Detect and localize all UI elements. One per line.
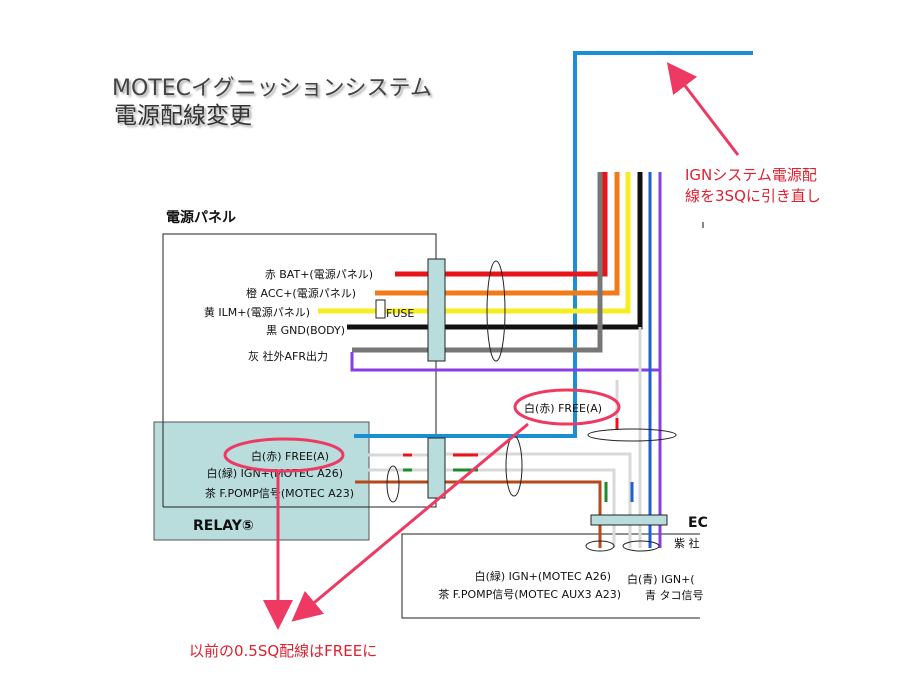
ign-3sq-wire: [354, 51, 753, 438]
relay-title: RELAY⑤: [193, 518, 254, 534]
wire-orange: [375, 172, 620, 296]
label-free-upper: 白(赤) FREE(A): [524, 401, 602, 415]
old-wire-note: 以前の0.5SQ配線はFREEに: [189, 642, 377, 660]
ign-note-line2: 線を3SQに引き直し: [685, 187, 821, 205]
label-ecu-fpomp: 茶 F.POMP信号(MOTEC AUX3 A23): [438, 588, 621, 601]
wire-black: [347, 172, 643, 330]
label-ecu-ign: 白(緑) IGN+(MOTEC A26): [475, 569, 611, 583]
highlight-free-relay: [223, 437, 345, 473]
power-connector: [427, 258, 446, 362]
diagram-subtitle: 電源配線変更: [114, 103, 252, 129]
arrow-old-upper: [291, 422, 529, 622]
ign-note-line1: IGNシステム電源配: [685, 166, 817, 184]
label-gray-afr: 灰 社外AFR出力: [248, 349, 328, 363]
label-ecu-tach: 青 タコ信号: [645, 589, 704, 602]
label-black-gnd: 黒 GND(BODY): [266, 324, 345, 337]
label-red-bat: 赤 BAT+(電源パネル): [265, 267, 373, 281]
wire-red: [395, 172, 608, 277]
ecu-header: EC: [688, 515, 708, 531]
label-relay-free: 白(赤) FREE(A): [251, 449, 329, 463]
relay-connector: [427, 437, 446, 499]
diagram-title: MOTECイグニッションシステム: [112, 76, 432, 101]
highlight-free-upper: [513, 388, 621, 426]
relay-box: [153, 421, 370, 541]
fuse-icon: [375, 299, 386, 319]
label-orange-acc: 橙 ACC+(電源パネル): [246, 286, 356, 300]
wire-purple-top: [350, 172, 662, 372]
ecu-clip: [700, 500, 905, 693]
power-panel-header: 電源パネル: [166, 209, 236, 226]
wire-gray: [352, 172, 603, 353]
arrow-ign-note: [666, 62, 740, 156]
label-yellow-ilm: 黄 ILM+(電源パネル): [204, 305, 310, 319]
label-ecu-white-blue: 白(青) IGN+(: [627, 572, 695, 586]
label-ecu-purple: 紫 社: [674, 536, 700, 550]
ecu-connector: [590, 514, 668, 526]
wire-yellow: [318, 172, 631, 314]
fuse-label: FUSE: [386, 307, 414, 320]
